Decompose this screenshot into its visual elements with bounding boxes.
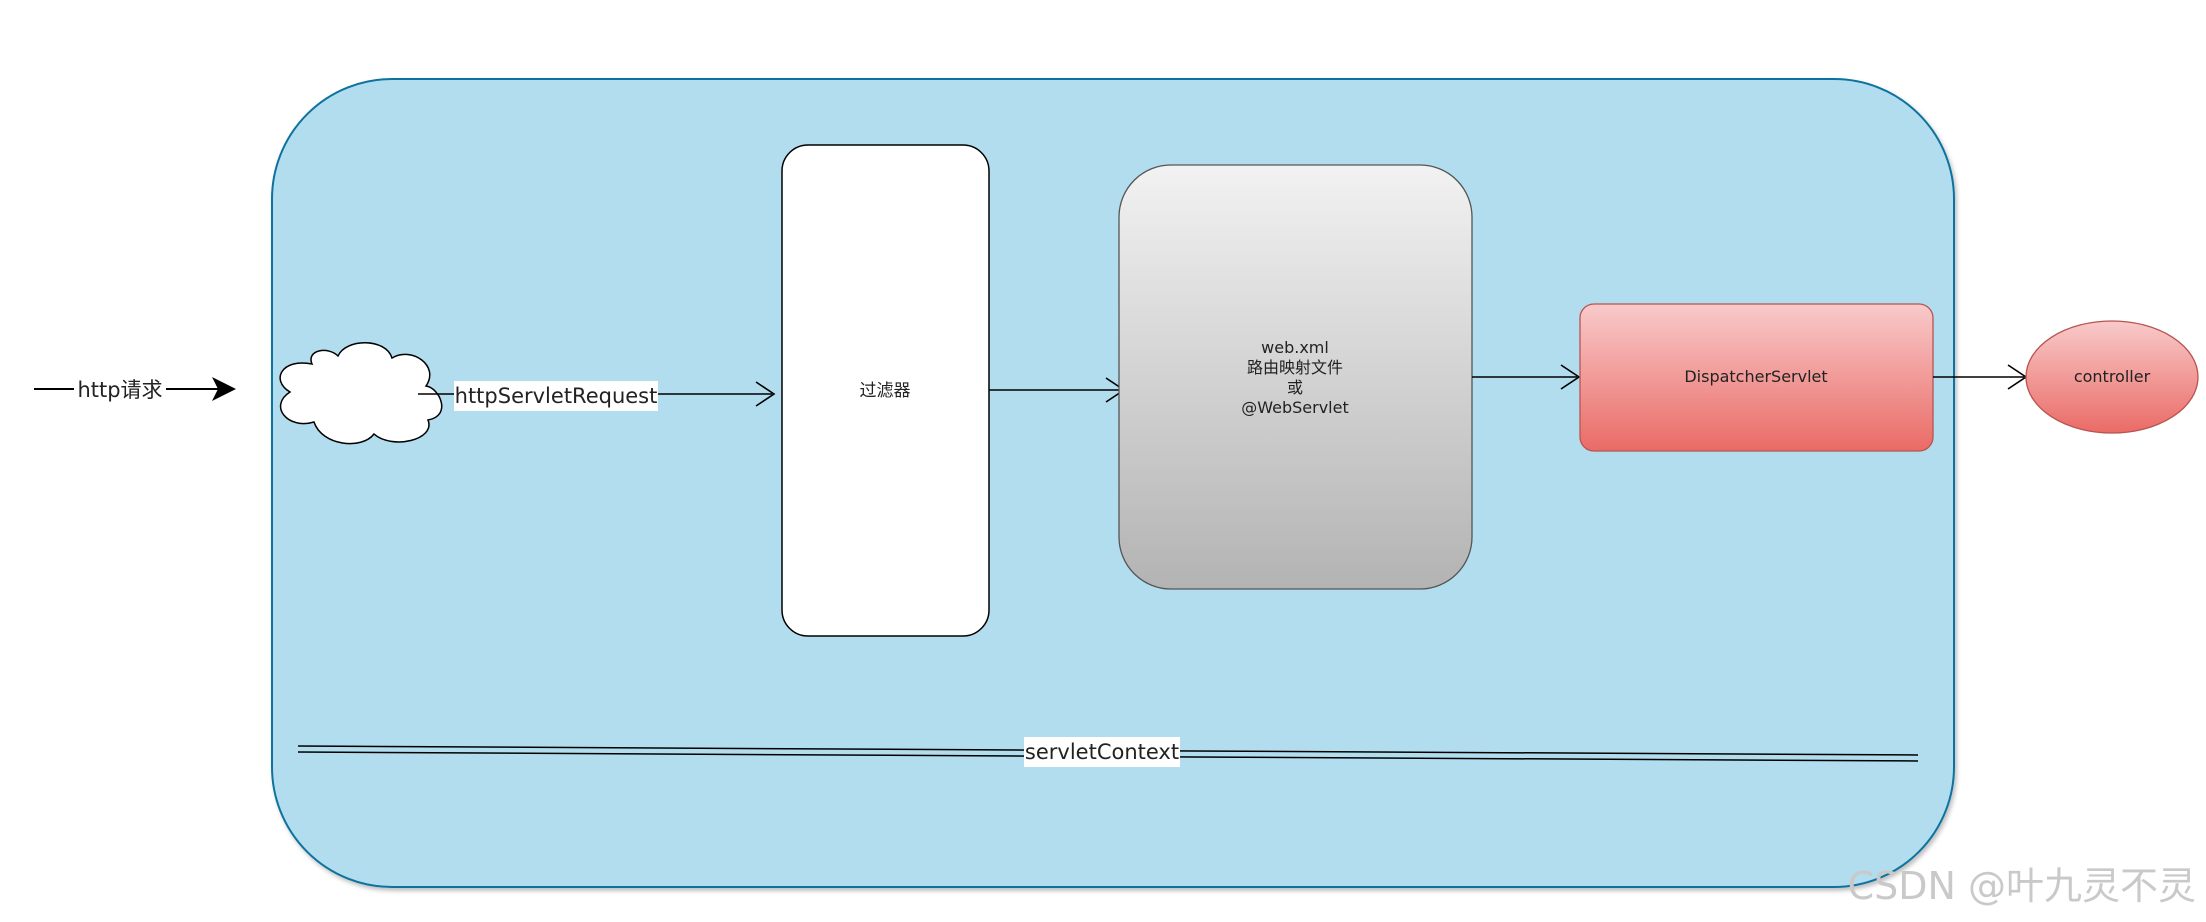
servlet-context-label: servletContext	[1025, 740, 1179, 764]
servlet-context-label-bg	[1024, 737, 1180, 767]
mapping-line-webxml: web.xml	[1261, 338, 1329, 357]
request-label: httpServletRequest	[455, 384, 658, 408]
controller-node	[2025, 320, 2199, 434]
http-request-label-bg	[74, 375, 166, 405]
mapping-line-webservlet: @WebServlet	[1241, 398, 1349, 417]
mapping-line-or: 或	[1287, 378, 1303, 397]
request-label-bg	[454, 381, 658, 411]
cloud-icon	[279, 342, 443, 445]
http-request-label: http请求	[77, 378, 162, 402]
mapping-to-dispatcher-connector	[1472, 364, 1581, 390]
mapping-line-route-file: 路由映射文件	[1247, 358, 1343, 377]
mapping-box	[1118, 164, 1473, 590]
csdn-watermark: CSDN @叶九灵不灵	[1848, 864, 2196, 908]
controller-label: controller	[2074, 367, 2151, 386]
filter-label: 过滤器	[860, 381, 911, 401]
servlet-container	[271, 78, 1955, 888]
dispatcher-servlet-label: DispatcherServlet	[1684, 367, 1827, 386]
